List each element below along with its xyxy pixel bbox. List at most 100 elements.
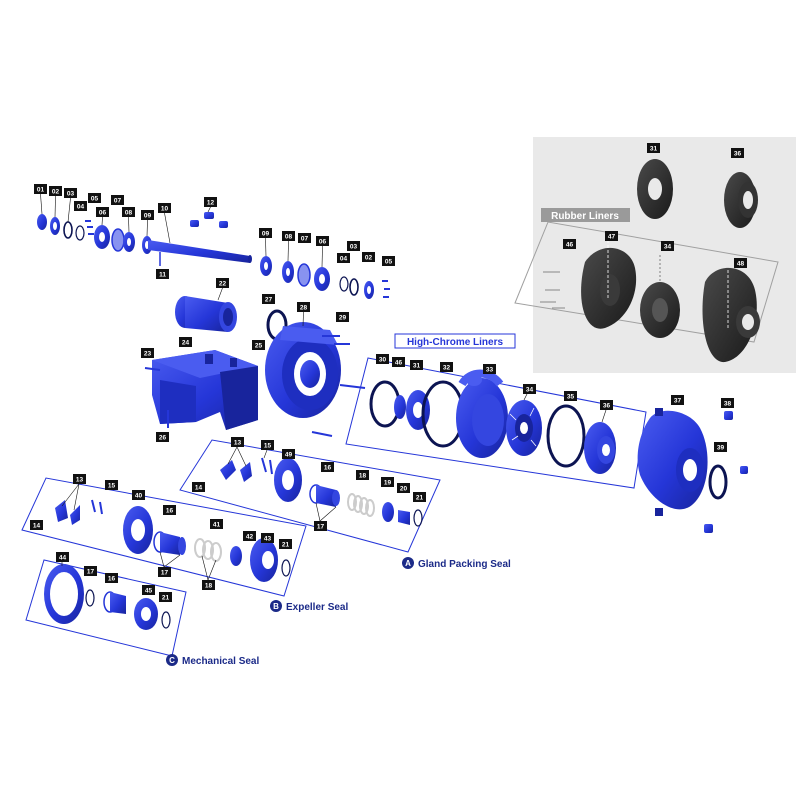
oring-21-c: [161, 611, 171, 629]
svg-text:02: 02: [52, 189, 60, 196]
rubber-frame-plate-liner-insert: [581, 240, 637, 329]
high-chrome-liners-panel: High-Chrome Liners: [345, 333, 647, 489]
callout-02: 02: [49, 186, 62, 196]
nuts-12: [190, 212, 228, 228]
rubber-liners-panel: Rubber Liners: [514, 137, 796, 373]
oring-17-c: [85, 589, 95, 607]
frame-pedestal: [144, 350, 258, 430]
svg-text:34: 34: [526, 387, 534, 394]
rubber-impeller: [640, 255, 680, 338]
oring-35: [546, 404, 586, 468]
callout-35: 35: [564, 391, 577, 401]
callout-10: 10: [158, 203, 171, 213]
callout-36-r: 36: [731, 148, 744, 158]
rubber-liners-title-bg: [541, 208, 630, 222]
callout-a14: 14: [192, 482, 205, 492]
frame-plate-28: [265, 322, 341, 418]
expeller-frame: [21, 477, 307, 597]
callout-33: 33: [483, 364, 496, 374]
seal-46: [394, 395, 406, 419]
svg-text:49: 49: [285, 452, 293, 459]
callout-b16: 16: [163, 505, 176, 515]
svg-text:30: 30: [379, 357, 387, 364]
oring-39: [708, 464, 728, 500]
svg-text:10: 10: [161, 206, 169, 213]
callout-04-r: 04: [337, 253, 350, 263]
callout-b21: 21: [279, 539, 292, 549]
bearing-assembly-left: [37, 212, 252, 266]
svg-text:36: 36: [734, 151, 742, 158]
callout-b17: 17: [158, 567, 171, 577]
svg-text:04: 04: [77, 204, 85, 211]
svg-text:25: 25: [255, 343, 263, 350]
packing-rings-18: [347, 493, 375, 517]
callout-37: 37: [671, 395, 684, 405]
oring-21-b: [281, 559, 291, 577]
svg-text:46: 46: [566, 242, 574, 249]
svg-text:05: 05: [91, 196, 99, 203]
svg-text:02: 02: [365, 255, 373, 262]
rings-41-18: [194, 538, 222, 562]
callout-b15: 15: [105, 480, 118, 490]
mechanical-caption-text: Mechanical Seal: [182, 656, 259, 667]
svg-text:14: 14: [33, 523, 41, 530]
svg-text:48: 48: [737, 261, 745, 268]
throatbush-36: [584, 422, 616, 474]
svg-text:17: 17: [161, 570, 169, 577]
svg-text:C: C: [169, 656, 175, 665]
gland-packing-seal-group: [179, 439, 441, 553]
callout-31-b: 31: [410, 360, 423, 370]
callout-a49: 49: [282, 449, 295, 459]
high-chrome-title-bg: [394, 333, 516, 349]
svg-text:07: 07: [114, 198, 122, 205]
oring-03: [63, 221, 73, 239]
callout-25: 25: [252, 340, 265, 350]
callout-27: 27: [262, 294, 275, 304]
callout-48: 48: [734, 258, 747, 268]
callout-b13: 13: [73, 474, 86, 484]
seal-housing-44: [44, 564, 84, 624]
spacer-20: [398, 510, 410, 525]
callout-01: 01: [34, 184, 47, 194]
callout-46-b: 46: [392, 357, 405, 367]
svg-text:09: 09: [262, 231, 270, 238]
caption-gland: A Gland Packing Seal: [402, 557, 511, 570]
callout-29: 29: [336, 312, 349, 322]
svg-text:29: 29: [339, 315, 347, 322]
expeller-caption-text: Expeller Seal: [286, 602, 348, 613]
svg-text:13: 13: [76, 477, 84, 484]
callout-07-r: 07: [298, 233, 311, 243]
callout-b40: 40: [132, 490, 145, 500]
callout-b18: 18: [202, 580, 215, 590]
rubber-frame-plate-liner: [637, 159, 673, 219]
expeller-43: [250, 538, 278, 582]
end-cover: [37, 214, 47, 230]
svg-text:16: 16: [108, 576, 116, 583]
rubber-liners-title: Rubber Liners: [551, 211, 619, 222]
callout-05-r: 05: [382, 256, 395, 266]
nuts-38: [704, 411, 748, 533]
svg-text:23: 23: [144, 351, 152, 358]
screws-05: [85, 220, 94, 235]
svg-text:33: 33: [486, 367, 494, 374]
callout-m17: 17: [84, 566, 97, 576]
mechanical-seal-group: [25, 559, 187, 657]
svg-text:21: 21: [416, 495, 424, 502]
callout-26: 26: [156, 432, 169, 442]
svg-text:18: 18: [205, 583, 213, 590]
callout-46-r: 46: [563, 239, 576, 249]
svg-text:32: 32: [443, 365, 451, 372]
callout-a16: 16: [321, 462, 334, 472]
callout-34-b: 34: [523, 384, 536, 394]
svg-text:36: 36: [603, 403, 611, 410]
gland-49: [274, 458, 302, 502]
svg-text:37: 37: [674, 398, 682, 405]
svg-text:15: 15: [264, 443, 272, 450]
callout-a13: 13: [231, 437, 244, 447]
svg-text:19: 19: [384, 480, 392, 487]
callout-11: 11: [156, 269, 169, 279]
callout-m44: 44: [56, 552, 69, 562]
oring-21-a: [413, 509, 423, 527]
svg-text:16: 16: [166, 508, 174, 515]
svg-text:41: 41: [213, 522, 221, 529]
